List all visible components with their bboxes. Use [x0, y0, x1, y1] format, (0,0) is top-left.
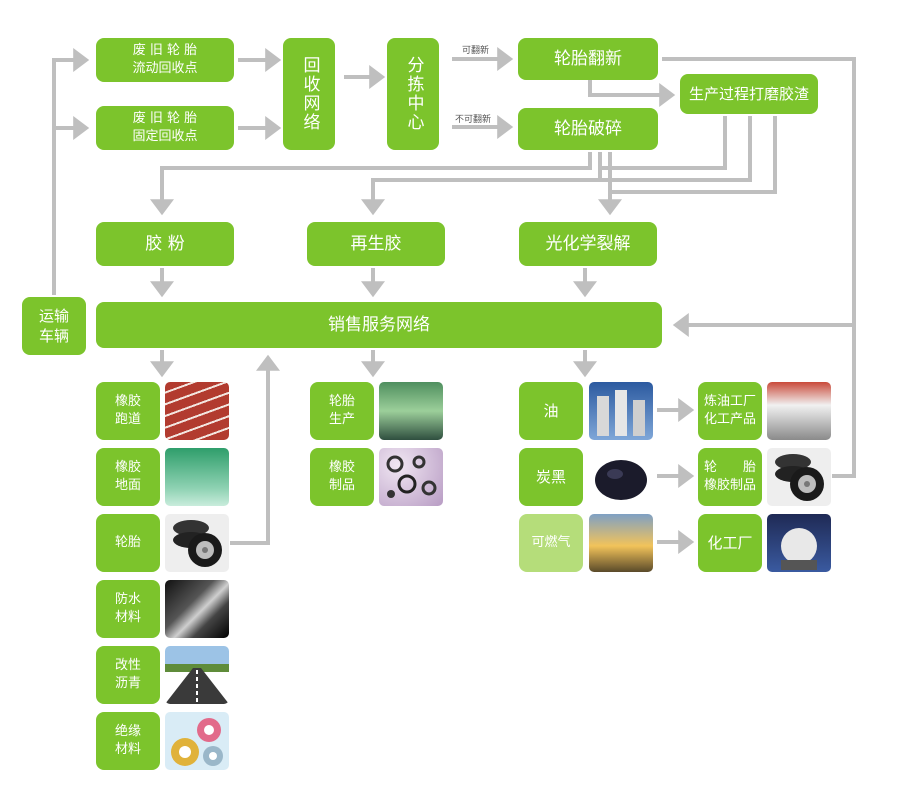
destination-text: 化工产品: [703, 412, 756, 427]
node-tire-crush: 轮胎破碎: [518, 108, 658, 150]
product-text: 防水: [114, 592, 141, 608]
node-sorting-center: 分拣中心: [387, 38, 439, 150]
product-rubber-goods: 橡胶制品: [310, 448, 374, 506]
product-carbon-black: 炭黑: [519, 448, 583, 506]
product-text: 橡胶: [114, 394, 141, 410]
product-text: 沥青: [114, 676, 141, 691]
product-combustible-gas: 可燃气: [519, 514, 583, 572]
tire-icon: [775, 454, 824, 501]
chemical-plant-image: [767, 382, 831, 440]
asphalt-road-image: [165, 646, 229, 704]
rubber-floor-image: [165, 448, 229, 506]
running-track-image: [165, 382, 229, 440]
node-tire-retread: 轮胎翻新: [518, 38, 658, 80]
node-photochemical-cracking: 光化学裂解: [519, 222, 657, 266]
product-text: 材料: [114, 610, 141, 625]
gas-sphere-image: [767, 514, 831, 572]
product-oil: 油: [519, 382, 583, 440]
node-text: 废 旧 轮 胎: [132, 111, 198, 127]
product-tires: 轮胎: [96, 514, 160, 572]
node-text: 车辆: [38, 327, 69, 345]
node-text: 运输: [38, 306, 69, 325]
product-text: 轮胎: [328, 394, 355, 410]
destination-refinery-chemicals: 炼油工厂化工产品: [698, 382, 762, 440]
tire-factory-image: [379, 382, 443, 440]
edge-label-retreadable: 可翻新: [462, 46, 490, 56]
rubber-parts-image: [379, 448, 443, 506]
node-grinding-residue: 生产过程打磨胶渣: [680, 74, 818, 114]
gas-sphere-icon: [781, 528, 817, 570]
product-rubber-floor: 橡胶地面: [96, 448, 160, 506]
destination-text: 炼油工厂: [703, 394, 756, 410]
node-rubber-powder: 胶 粉: [96, 222, 234, 266]
node-text: 流动回收点: [132, 61, 198, 76]
node-mobile-collection-points: 废 旧 轮 胎流动回收点: [96, 38, 234, 82]
destination-text: 化工厂: [707, 533, 753, 552]
product-text: 跑道: [114, 412, 141, 427]
edge-label-not-retreadable: 不可翻新: [455, 115, 492, 125]
refinery-icon: [597, 390, 645, 436]
tire-icon: [173, 520, 222, 567]
product-text: 橡胶: [328, 460, 355, 476]
carbon-pile-icon: [595, 460, 647, 500]
product-waterproof-material: 防水材料: [96, 580, 160, 638]
product-modified-asphalt: 改性沥青: [96, 646, 160, 704]
node-recycling-network: 回收网络: [283, 38, 335, 150]
product-text: 橡胶: [114, 460, 141, 476]
flow-arrows: [52, 47, 856, 554]
node-text: 废 旧 轮 胎: [132, 43, 198, 59]
product-text: 生产: [328, 412, 355, 427]
gas-flame-image: [589, 514, 653, 572]
product-text: 绝缘: [114, 724, 141, 740]
destination-text: 橡胶制品: [703, 478, 756, 493]
node-text: 固定回收点: [132, 129, 198, 144]
tires-image: [165, 514, 229, 572]
product-text: 可燃气: [531, 535, 571, 551]
product-tire-production: 轮胎生产: [310, 382, 374, 440]
tape-roll-icon: [171, 718, 223, 766]
rubber-parts-icon: [386, 455, 437, 498]
insulation-tape-image: [165, 712, 229, 770]
product-text: 轮胎: [114, 535, 141, 551]
node-reclaimed-rubber: 再生胶: [307, 222, 445, 266]
product-insulation-material: 绝缘材料: [96, 712, 160, 770]
destination-chemical-plant: 化工厂: [698, 514, 762, 572]
product-text: 制品: [328, 478, 355, 493]
destination-text: 轮 胎: [703, 460, 756, 476]
waterproof-roll-image: [165, 580, 229, 638]
product-text: 改性: [114, 658, 141, 674]
node-sales-network: 销售服务网络: [96, 302, 662, 348]
product-text: 地面: [114, 478, 141, 493]
node-transport-vehicles: 运输车辆: [22, 297, 86, 355]
destination-tire-rubber-goods: 轮 胎橡胶制品: [698, 448, 762, 506]
product-rubber-track: 橡胶跑道: [96, 382, 160, 440]
product-text: 油: [543, 401, 559, 420]
product-text: 炭黑: [535, 467, 566, 486]
product-text: 材料: [114, 742, 141, 757]
node-fixed-collection-points: 废 旧 轮 胎固定回收点: [96, 106, 234, 150]
refinery-tanks-image: [589, 382, 653, 440]
road-icon: [165, 646, 229, 704]
carbon-black-image: [589, 448, 653, 506]
tires-image-right: [767, 448, 831, 506]
